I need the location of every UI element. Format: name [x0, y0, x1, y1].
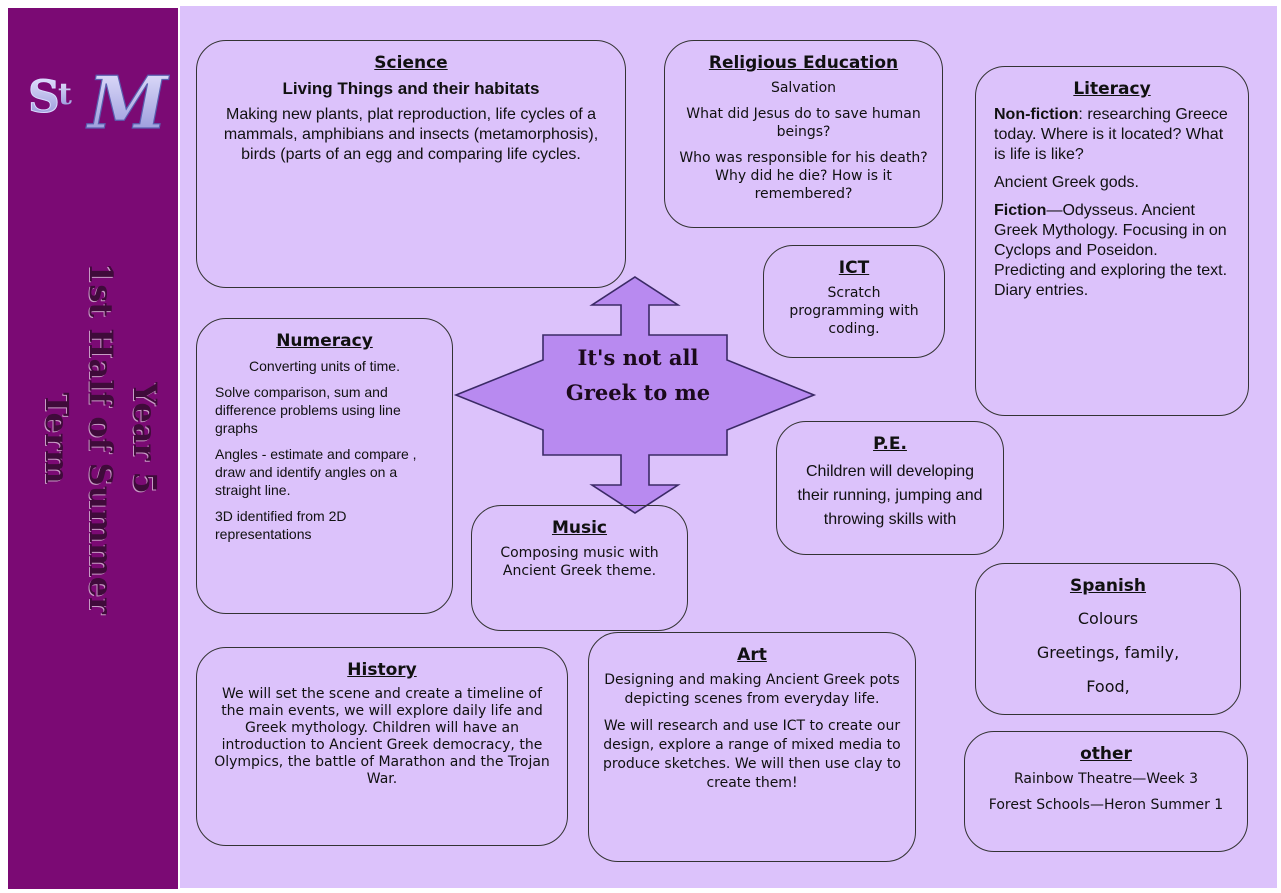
history-text: We will set the scene and create a timel…	[214, 686, 550, 787]
other-box: other Rainbow Theatre—Week 3 Forest Scho…	[964, 731, 1248, 852]
re-line: What did Jesus do to save human beings?	[686, 106, 921, 140]
svg-text:S: S	[28, 72, 60, 123]
spanish-heading: Spanish	[1069, 576, 1147, 596]
school-logo: S t M	[24, 54, 171, 145]
re-line: Salvation	[770, 80, 837, 96]
numeracy-line: 3D identified from 2D representations	[215, 508, 347, 542]
sidebar-title: Year 5 1st Half of Summer Term	[35, 262, 167, 614]
spanish-line: Food,	[1086, 677, 1130, 696]
literacy-fiction-label: Fiction	[994, 202, 1047, 219]
pe-text: Children will developing their running, …	[797, 463, 983, 528]
sidebar-title-term: Term	[38, 392, 76, 484]
literacy-nonfiction-label: Non-fiction	[994, 106, 1079, 123]
topic-web-background	[180, 6, 1277, 888]
literacy-fiction: Fiction—Odysseus. Ancient Greek Mytholog…	[994, 201, 1230, 301]
science-box: Science Living Things and their habitats…	[196, 40, 626, 288]
sidebar-title-half: 1st Half of Summer	[82, 262, 120, 614]
music-heading: Music	[551, 518, 608, 538]
pe-heading: P.E.	[873, 434, 907, 454]
numeracy-line: Solve comparison, sum and difference pro…	[215, 384, 401, 436]
numeracy-line: Converting units of time.	[249, 358, 400, 374]
music-box: Music Composing music with Ancient Greek…	[471, 505, 688, 631]
history-box: History We will set the scene and create…	[196, 647, 568, 846]
sidebar-title-year: Year 5	[126, 382, 164, 494]
other-line: Rainbow Theatre—Week 3	[1014, 771, 1198, 787]
spanish-line: Colours	[1077, 609, 1139, 628]
ict-box: ICT Scratch programming with coding.	[763, 245, 945, 358]
literacy-nonfiction-text: : researching Greece today. Where is it …	[994, 106, 1228, 163]
numeracy-heading: Numeracy	[276, 331, 373, 351]
center-arrow	[453, 275, 817, 515]
music-text: Composing music with Ancient Greek theme…	[500, 545, 659, 579]
literacy-nonfiction: Non-fiction: researching Greece today. W…	[994, 105, 1230, 165]
science-text: Making new plants, plat reproduction, li…	[223, 106, 599, 163]
svg-text:t: t	[58, 77, 72, 112]
literacy-box: Literacy Non-fiction: researching Greece…	[975, 66, 1249, 416]
other-line: Forest Schools—Heron Summer 1	[988, 797, 1224, 813]
center-title: It's not all Greek to me	[565, 345, 711, 405]
science-heading: Science	[374, 53, 448, 73]
history-heading: History	[347, 660, 417, 680]
art-box: Art Designing and making Ancient Greek p…	[588, 632, 916, 862]
art-heading: Art	[737, 645, 767, 665]
numeracy-box: Numeracy Converting units of time. Solve…	[196, 318, 453, 614]
art-line: We will research and use ICT to create o…	[603, 718, 901, 791]
science-subheading: Living Things and their habitats	[282, 79, 540, 98]
spanish-box: Spanish Colours Greetings, family, Food,	[975, 563, 1241, 715]
numeracy-line: Angles - estimate and compare , draw and…	[215, 446, 417, 498]
literacy-heading: Literacy	[1073, 79, 1151, 99]
other-heading: other	[1080, 744, 1132, 764]
religious-education-box: Religious Education Salvation What did J…	[664, 40, 943, 228]
re-heading: Religious Education	[708, 53, 899, 73]
literacy-gods: Ancient Greek gods.	[994, 174, 1139, 191]
re-line: Who was responsible for his death? Why d…	[679, 150, 928, 202]
literacy-fiction-text: —Odysseus. Ancient Greek Mythology. Focu…	[994, 202, 1228, 299]
pe-box: P.E. Children will developing their runn…	[776, 421, 1004, 555]
sidebar: S t M Year 5 1st Half of Summer Term	[8, 8, 178, 889]
ict-heading: ICT	[838, 258, 870, 278]
art-line: Designing and making Ancient Greek pots …	[604, 672, 900, 707]
ict-text: Scratch programming with coding.	[789, 285, 919, 337]
spanish-line: Greetings, family,	[1036, 643, 1180, 662]
svg-text:M: M	[85, 60, 170, 138]
